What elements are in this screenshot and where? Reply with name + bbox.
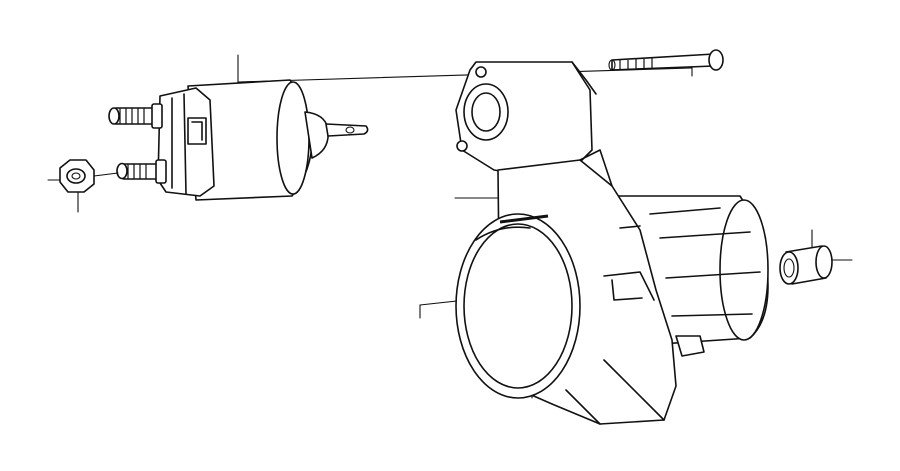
upper-terminal-stud xyxy=(108,103,163,129)
terminal-nut xyxy=(59,159,119,193)
lower-terminal-stud xyxy=(116,159,167,184)
solenoid xyxy=(108,79,369,201)
through-bolt xyxy=(608,49,724,71)
drive-end-housing xyxy=(455,61,769,425)
bushing xyxy=(779,245,833,285)
